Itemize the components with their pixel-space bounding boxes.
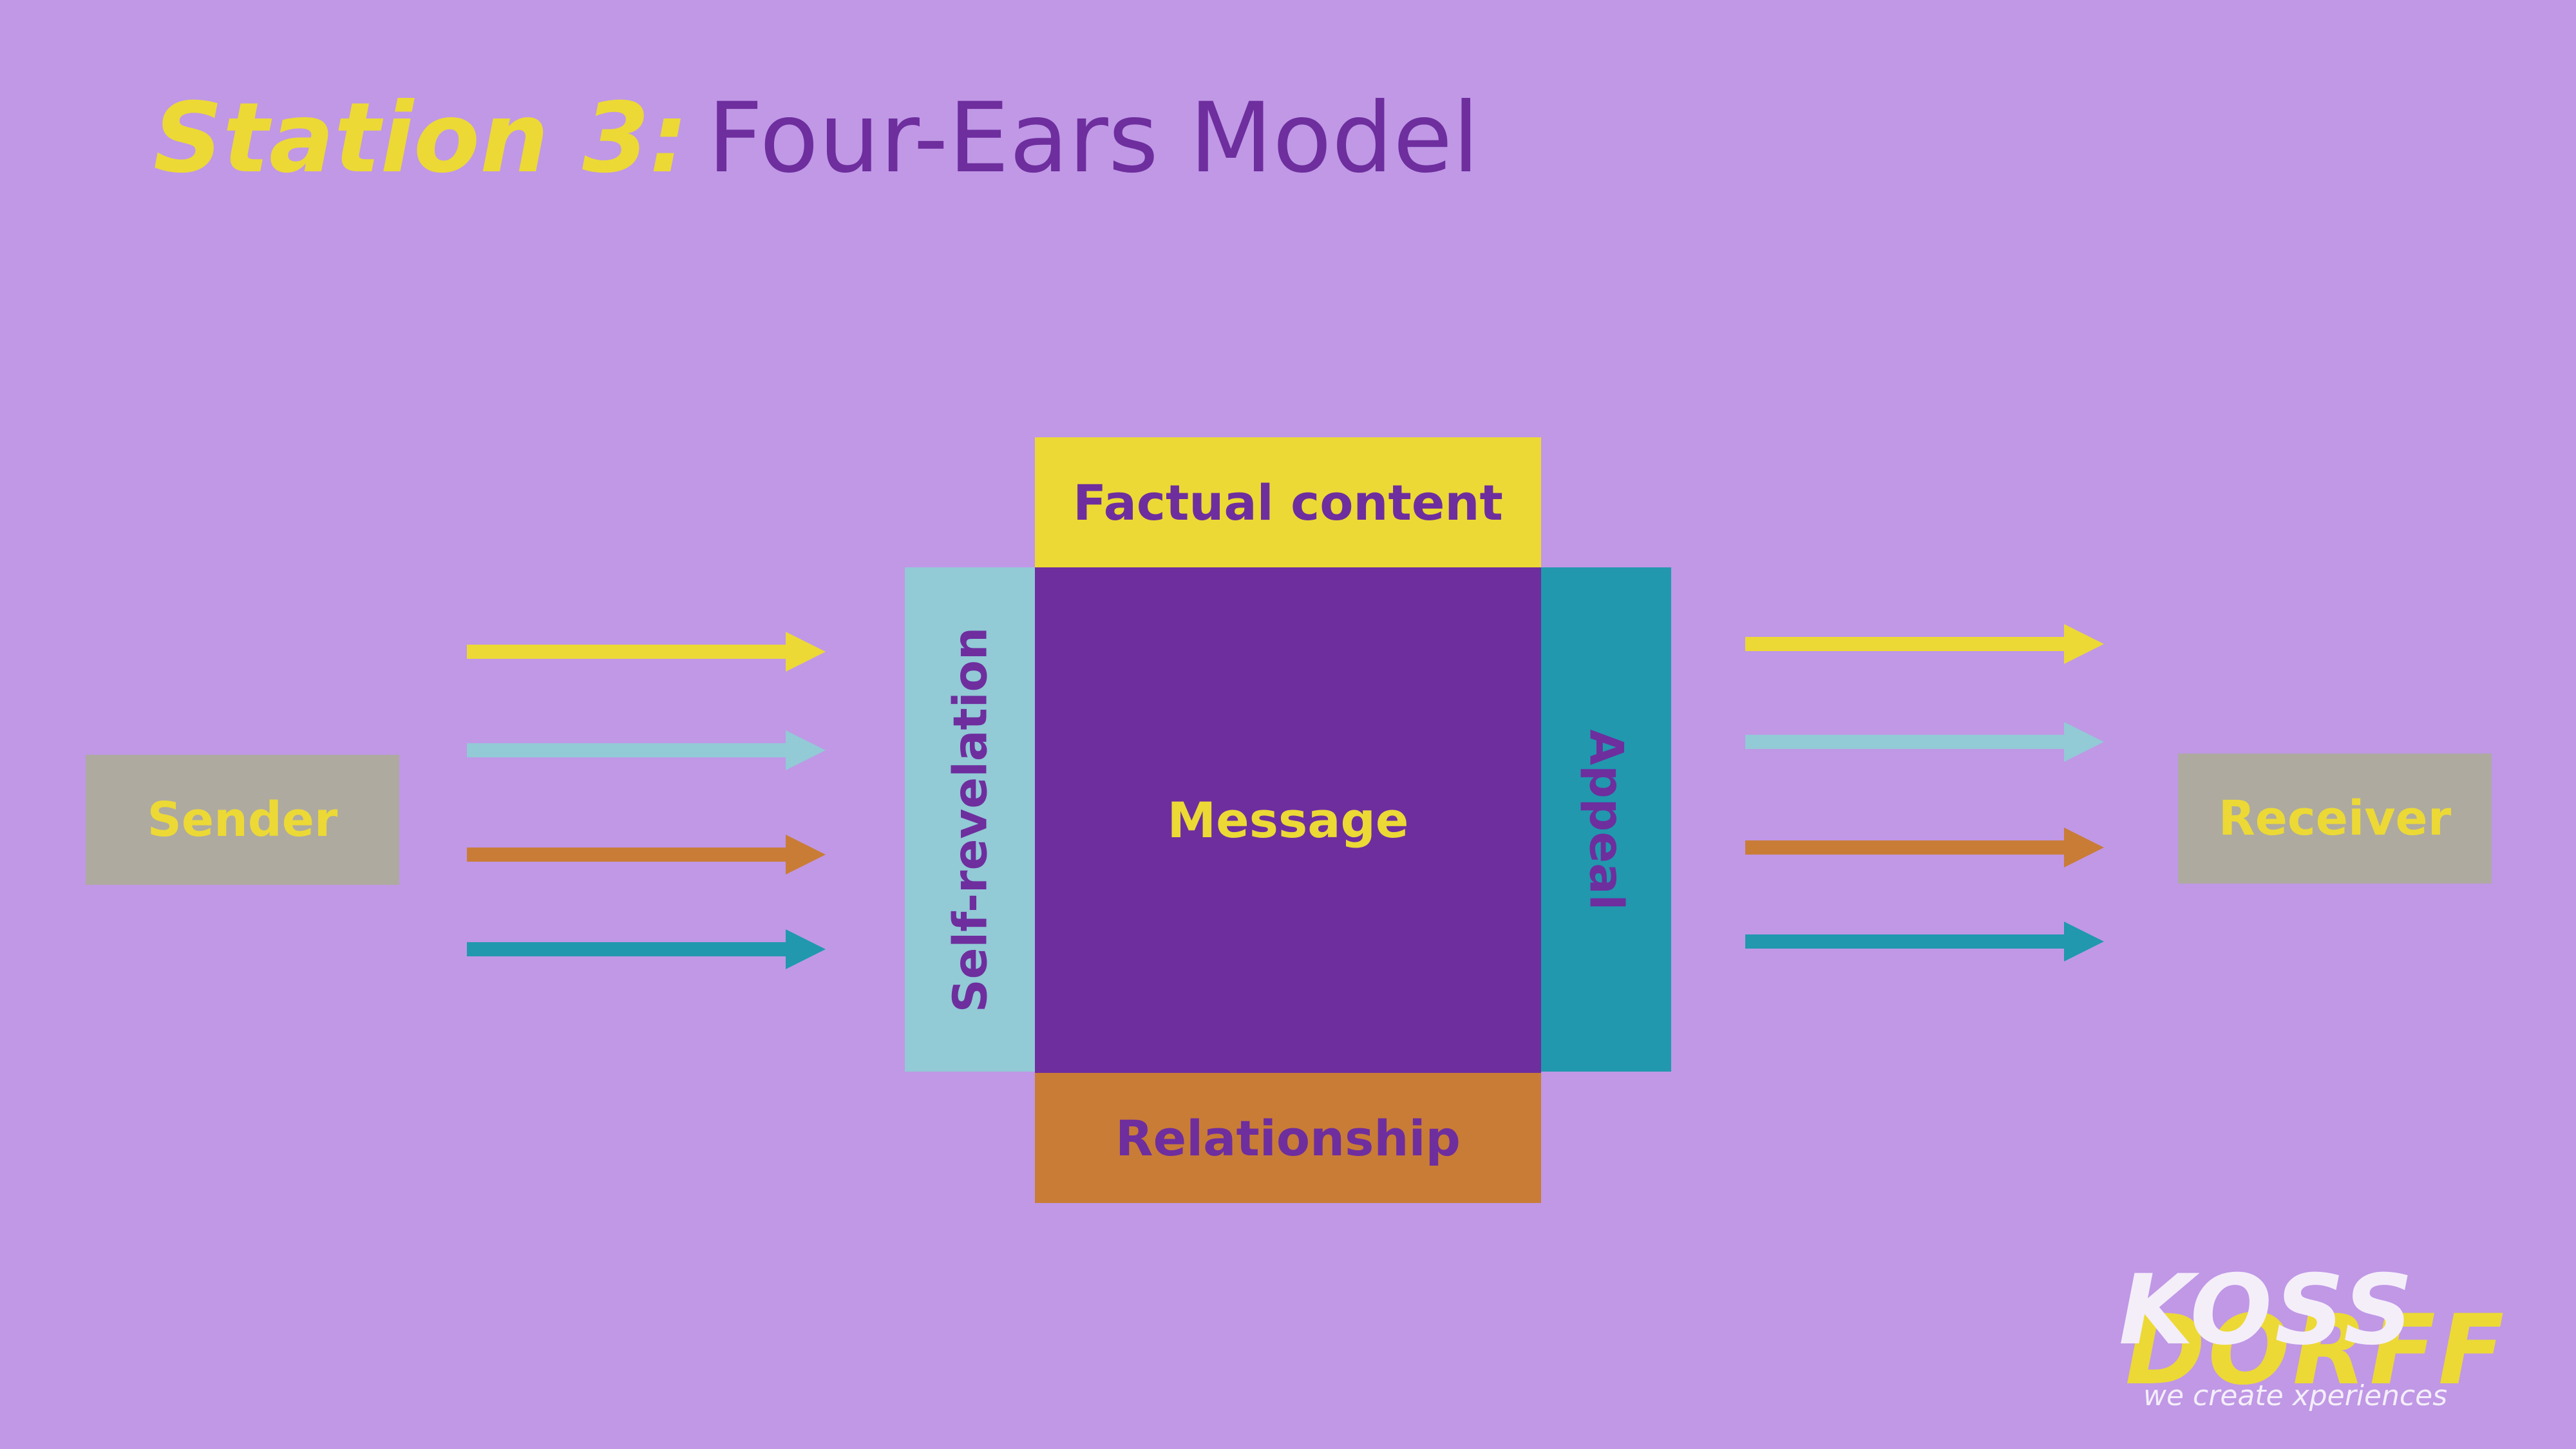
sender-label: Sender [147,792,338,848]
logo-tagline: we create xperiences [2143,1379,2448,1412]
right-arrow-4-head [2064,922,2104,961]
kossdorff-logo: DORFF KOSS we create xperiences [2119,1262,2518,1417]
title-station: Station 3: [153,82,688,194]
factual-content-box: Factual content [1035,437,1541,567]
right-arrow-1-head [2064,624,2104,664]
receiver-label: Receiver [2218,791,2452,846]
right-arrow-1 [1745,624,2104,664]
appeal-box: Appeal [1541,567,1671,1072]
left-arrow-2 [467,730,826,770]
sender-box: Sender [86,755,399,885]
logo-line1: KOSS [2119,1255,2416,1367]
relationship-label: Relationship [1115,1109,1461,1167]
logo-line2: DORFF [2125,1294,2507,1406]
receiver-box: Receiver [2178,753,2492,884]
self-revelation-box: Self-revelation [905,567,1035,1072]
factual-content-label: Factual content [1073,473,1503,531]
right-arrow-4 [1745,922,2104,961]
message-label: Message [1167,791,1409,849]
left-arrows [467,632,826,969]
left-arrow-4-head [786,929,826,969]
right-arrow-3 [1745,828,2104,867]
right-arrow-3-head [2064,828,2104,867]
left-arrow-2-head [786,730,826,770]
left-arrow-1-head [786,632,826,672]
relationship-box: Relationship [1035,1073,1541,1203]
left-arrow-3 [467,835,826,875]
left-arrow-1 [467,632,826,672]
right-arrow-2-head [2064,722,2104,762]
title-model-name: Four-Ears Model [707,82,1480,194]
right-arrow-2 [1745,722,2104,762]
right-arrows [1745,624,2104,961]
left-arrow-3-head [786,835,826,875]
left-arrow-4 [467,929,826,969]
page-title: Station 3: Four-Ears Model [153,84,1479,193]
message-box: Message [1035,567,1541,1073]
